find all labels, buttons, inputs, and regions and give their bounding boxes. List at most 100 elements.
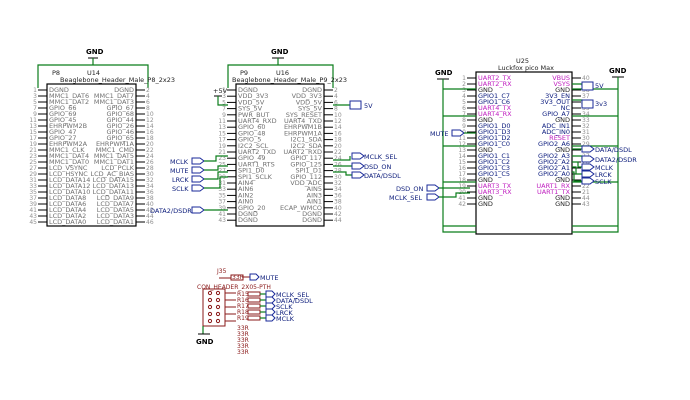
j35-pin-right: [215, 311, 221, 317]
p9-net-data2-dsdr: DATA2/DSDR: [150, 206, 228, 215]
p8-pin-right-name: GPIO_65: [106, 134, 134, 142]
p9-pin-left-num: 33: [218, 186, 226, 193]
p9-net-mclk: MCLK: [170, 155, 228, 166]
j35-body[interactable]: [202, 288, 226, 327]
resistor-symbol: [247, 297, 261, 303]
p9-pin-left-name: I2C2_SCL: [238, 142, 269, 150]
j35-value: CON_HEADER_2X05-PTH: [197, 284, 271, 291]
u25-pin-left-num: 1: [462, 75, 466, 82]
p9-pin-right-num: 38: [334, 199, 342, 206]
p9-pin-left-name: GPIO_20: [238, 204, 266, 212]
u25-pin-left-num: 15: [458, 159, 466, 166]
p8-pin-left-name: LCD_DATA0: [49, 218, 86, 226]
p8-pin-right-num: 38: [146, 195, 154, 202]
p8-pin-left-name: MMC1_DAT6: [49, 92, 89, 100]
p9-pin-right-num: 42: [334, 211, 342, 218]
p9-pin-left-name: SPI1_SCLK: [238, 173, 273, 181]
p9-pin-left-num: 3: [222, 93, 226, 100]
p8-pin-right-num: 28: [146, 165, 154, 172]
u25-pin-left-name: GPIO1_D0: [478, 122, 511, 130]
u25-pin-right-num: 31: [582, 129, 590, 136]
p8-pin-left-name: LCD_DATA10: [49, 188, 90, 196]
p9-pin-left-name: VDD_3V3: [238, 92, 268, 100]
p8-pin-left-num: 25: [29, 159, 37, 166]
resistor-symbol: [247, 303, 261, 309]
u25-pin-left-name: GND: [478, 116, 493, 124]
j35-pins: [207, 290, 236, 324]
resistor-value: 33R: [237, 325, 249, 332]
p9-pin-right-num: 22: [334, 149, 342, 156]
u25-pin-left-num: 42: [458, 201, 466, 208]
u25-pin-left-name: GPIO1_D3: [478, 128, 511, 136]
p8-name: P8: [52, 69, 60, 77]
p9-pin-left-num: 43: [218, 217, 226, 224]
p9-pin-right-num: 2: [334, 87, 338, 94]
p8-pin-right-name: GPIO_44: [106, 116, 134, 124]
u25-pin-right-num: 34: [582, 111, 590, 118]
p9-net-mute: MUTE: [170, 165, 228, 175]
net-label: SCLK: [276, 303, 293, 311]
p8-pin-left-name: GPIO_45: [49, 116, 77, 124]
u25-pin-left-num: 18: [458, 177, 466, 184]
u25-mute-label: MUTE: [430, 130, 448, 138]
p9-pin-left-num: 17: [218, 137, 226, 144]
u25-ref: U25: [516, 57, 529, 65]
u25-pin-left-num: 7: [462, 111, 466, 118]
p8-pin-left-name: LCD_DATA4: [49, 206, 86, 214]
u25-pin-right-num: 32: [582, 123, 590, 130]
u25-pin-left-num: 13: [458, 147, 466, 154]
p8-pin-left-name: LCD_DATA6: [49, 200, 86, 208]
p8-pin-left-num: 37: [29, 195, 37, 202]
p9-pin-right-name: GPIO_125: [290, 160, 322, 168]
u25-pin-right-name: UART1_RX: [536, 182, 570, 190]
p9-pin-right-name: UART4_TXD: [284, 117, 322, 125]
u25-pin-right-num: 43: [582, 201, 590, 208]
j35-pin-left: [207, 304, 213, 310]
p8-value: Beaglebone_Header_Male_P8_2x23: [60, 76, 175, 84]
resistor-symbol: [247, 315, 261, 321]
p9-pin-right-name: EHRPWM1A: [284, 129, 323, 137]
p8-pin-right-name: MMC1_DAT3: [94, 98, 134, 106]
u25-pin-right-name: GND: [555, 176, 570, 184]
p8-pin-right-num: 42: [146, 207, 154, 214]
u25-net-data2-dsdr-label: DATA2/DSDR: [595, 156, 637, 164]
p8-pin-right-name: LCD_DATA7: [97, 200, 134, 208]
p9-pin-left-num: 19: [218, 143, 226, 150]
p9-pin-right-name: DGND: [302, 216, 322, 224]
p9-net-sclk-label: SCLK: [172, 185, 189, 193]
p9-pin-left-num: 41: [218, 211, 226, 218]
p8-pin-left-num: 45: [29, 219, 37, 226]
u25-pin-right-name: 3V3_OUT: [540, 98, 570, 106]
p9-pin-left-num: 15: [218, 130, 226, 137]
p8-pin-left-num: 5: [33, 99, 37, 106]
p8-pin-right-num: 30: [146, 171, 154, 178]
p9-pin-right-name: DGND: [302, 86, 322, 94]
p8-pin-left-name: LCD_DATA8: [49, 194, 86, 202]
p8-pin-right-num: 36: [146, 189, 154, 196]
p9-pin-left-num: 9: [222, 112, 226, 119]
p9-pin-right-name: AIN1: [307, 198, 322, 206]
resistor-ref: R17: [237, 303, 249, 310]
p9-body[interactable]: [235, 83, 325, 227]
u25-pin-right-name: ADC_IN1: [542, 122, 570, 130]
p8-pin-right-num: 40: [146, 201, 154, 208]
u25-pin-left-num: 9: [462, 123, 466, 130]
j35-gnd-label: GND: [196, 338, 214, 346]
u25-pin-right-name: GPIO2_A6: [538, 140, 570, 148]
u25-pin-right-name: VSYS: [553, 80, 570, 88]
p8-pin-right-num: 22: [146, 147, 154, 154]
p9-pin-right-name: SYS_RESET: [286, 111, 322, 119]
p9-net-dsd-on: DSD_ON: [333, 162, 392, 171]
p8-pin-right-num: 34: [146, 183, 154, 190]
resistor-value: 33R: [237, 343, 249, 350]
p9-pin-right-name: VDD_3V3: [292, 92, 322, 100]
p9-net-sclk: SCLK: [172, 176, 228, 193]
p9-pin-left-num: 23: [218, 155, 226, 162]
p9-pin-left-name: GPIO_48: [238, 129, 266, 137]
u25-body[interactable]: [475, 71, 573, 235]
p8-body[interactable]: [46, 83, 137, 227]
p9-pin-right-name: GPIO_112: [290, 173, 322, 181]
